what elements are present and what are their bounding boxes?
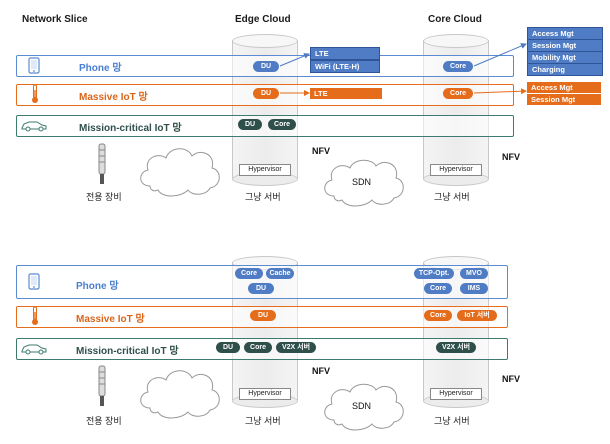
edge-server-label-top: 그냥 서버 <box>245 192 281 202</box>
phone-icon <box>28 57 40 79</box>
edge-mc-v2x-pill-bottom: V2X 서버 <box>276 342 316 353</box>
core-iot-core-pill: Core <box>443 88 473 99</box>
edge-iot-lte-box: LTE <box>310 88 382 99</box>
antenna-device-icon-bottom <box>95 364 109 413</box>
edge-iot-du-pill: DU <box>253 88 279 99</box>
edge-mc-du-pill: DU <box>238 119 262 130</box>
edge-iot-du-pill-bottom: DU <box>250 310 276 321</box>
core-core-pill-bottom: Core <box>424 283 452 294</box>
edge-cylinder-cap-top <box>232 34 298 48</box>
thermometer-icon-bottom <box>30 306 40 331</box>
core-ims-pill-bottom: IMS <box>460 283 488 294</box>
dedicated-device-label-bottom: 전용 장비 <box>86 416 122 426</box>
edge-cloud-header: Edge Cloud <box>235 14 291 25</box>
phone-icon-bottom <box>28 273 40 295</box>
antenna-device-icon-top <box>95 142 109 191</box>
dedicated-device-label-top: 전용 장비 <box>86 192 122 202</box>
edge-hypervisor-top: Hypervisor <box>239 164 291 176</box>
edge-phone-core-pill-bottom: Core <box>235 268 263 279</box>
phone-slice-label-bottom: Phone 망 <box>76 281 119 292</box>
mc-slice-band-top <box>16 115 514 137</box>
core-function-box: Charging <box>527 63 603 76</box>
network-slice-header: Network Slice <box>22 14 88 25</box>
cloud-icon-bottom-left <box>140 370 220 419</box>
core-iot-server-pill-bottom: IoT 서버 <box>457 310 497 321</box>
car-icon-bottom <box>20 341 48 360</box>
core-server-label-top: 그냥 서버 <box>434 192 470 202</box>
sdn-cloud-bottom <box>324 383 404 431</box>
cloud-icon-top-left <box>140 148 220 197</box>
core-mvo-pill-bottom: MVO <box>460 268 488 279</box>
edge-phone-du-pill: DU <box>253 61 279 72</box>
thermometer-icon <box>30 84 40 109</box>
mc-slice-label-bottom: Mission-critical IoT 망 <box>76 346 179 357</box>
core-function-box: Access Mgt <box>527 82 601 93</box>
edge-wifi-box: WiFi (LTE-H) <box>310 60 380 73</box>
edge-hypervisor-bottom: Hypervisor <box>239 388 291 400</box>
edge-mc-core-pill-bottom: Core <box>244 342 272 353</box>
core-function-box: Session Mgt <box>527 94 601 105</box>
iot-slice-label-bottom: Massive IoT 망 <box>76 314 145 325</box>
nfv-core-label-bottom: NFV <box>502 374 520 384</box>
car-icon <box>20 118 48 137</box>
sdn-label-top: SDN <box>352 177 372 187</box>
core-mc-v2x-pill-bottom: V2X 서버 <box>436 342 476 353</box>
nfv-edge-label-bottom: NFV <box>312 366 330 376</box>
sdn-label-bottom: SDN <box>352 401 372 411</box>
edge-server-label-bottom: 그냥 서버 <box>245 416 281 426</box>
edge-lte-box: LTE <box>310 47 380 60</box>
core-hypervisor-bottom: Hypervisor <box>430 388 482 400</box>
iot-slice-label-top: Massive IoT 망 <box>79 92 148 103</box>
core-cloud-header: Core Cloud <box>428 14 482 25</box>
edge-phone-cache-pill-bottom: Cache <box>266 268 294 279</box>
nfv-edge-label-top: NFV <box>312 146 330 156</box>
mc-slice-label-top: Mission-critical IoT 망 <box>79 123 182 134</box>
core-server-label-bottom: 그냥 서버 <box>434 416 470 426</box>
sdn-cloud-top <box>324 159 404 207</box>
core-iot-core-pill-bottom: Core <box>424 310 452 321</box>
edge-mc-du-pill-bottom: DU <box>216 342 240 353</box>
core-cylinder-cap-top <box>423 34 489 48</box>
nfv-core-label-top: NFV <box>502 152 520 162</box>
core-tcp-pill-bottom: TCP-Opt. <box>414 268 454 279</box>
core-hypervisor-top: Hypervisor <box>430 164 482 176</box>
phone-slice-label-top: Phone 망 <box>79 63 122 74</box>
core-phone-core-pill: Core <box>443 61 473 72</box>
edge-phone-du-pill-bottom: DU <box>248 283 274 294</box>
edge-mc-core-pill: Core <box>268 119 296 130</box>
